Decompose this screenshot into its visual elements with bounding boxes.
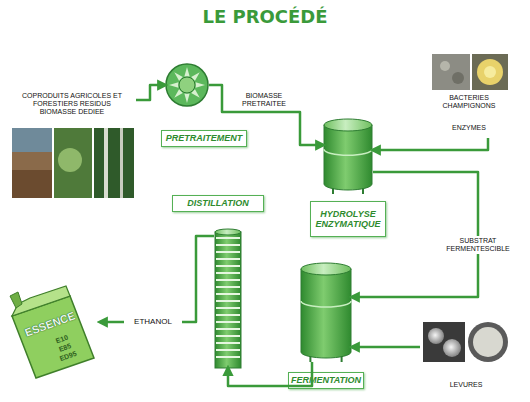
distillation-column: DISTILLATION [214,228,242,368]
tank-top [324,119,372,131]
tank-outline [323,118,373,194]
column-body [215,232,241,368]
gear-ray [169,82,178,87]
tank-top [301,263,351,275]
tank-leg [309,356,311,362]
liquid-level [301,301,351,307]
can-outline [8,282,100,380]
column-top [215,229,241,235]
column-tray [216,258,240,260]
column-tray [216,314,240,316]
tank-leg [362,188,364,194]
process-tank: FERMENTATION [300,262,352,362]
field-soil [12,170,52,198]
gear-hub [179,77,195,93]
liquid-level [324,149,372,155]
flow-arrow [373,138,488,150]
process-symbol: PRETRAITEMENT [165,63,209,107]
gear-ray [184,94,189,103]
tank-leg [332,188,334,194]
yeast-cell [428,328,444,344]
forest-photo [94,128,134,198]
fungus-colony [477,59,503,85]
fuel-can: ESSENCEE10 E85 ED95 [8,282,100,380]
column-tray [216,237,240,239]
tank-outline [300,262,352,362]
edge-label: ETHANOL [124,316,182,327]
plant-leaves [58,148,82,172]
gear-ray [184,67,189,76]
can-spout [10,292,22,308]
edge-label: BIOMASSE PRETRAITEE [226,91,302,109]
tank-body [301,269,351,358]
column-tray [216,265,240,267]
flow-arrow [136,85,165,100]
flow-arrow [228,362,312,386]
node-text: LEVURES [420,381,512,389]
node-text: ENZYMES [430,124,508,132]
plant-photo [54,128,92,198]
column-outline [214,228,242,368]
stage-label: DISTILLATION [172,195,264,212]
tank-body [324,125,372,190]
bacteria-photo [432,54,470,90]
column-tray [216,244,240,246]
fungus-photo [472,54,508,90]
stage-label: PRETRAITEMENT [161,130,247,147]
input-group: LEVURES [420,322,512,394]
diagram-title: LE PROCÉDÉ [0,6,530,27]
yeast-cell [443,339,461,357]
field-photo [12,128,52,198]
process-tank: HYDROLYSE ENZYMATIQUE [323,118,373,194]
flow-arrow [100,236,214,322]
column-tray [216,349,240,351]
stage-label: FERMENTATION [288,372,364,389]
yeast-culture [473,327,503,357]
node-text: COPRODUITS AGRICOLES ET FORESTIERS RESID… [14,92,130,116]
fungus-center [484,66,496,78]
column-tray [216,307,240,309]
bacteria-cell [440,61,450,71]
input-group: BACTERIES CHAMPIGNONS ENZYMES [430,52,508,138]
yeast-photo [423,322,465,362]
tree-trunk [104,128,108,198]
column-tray [216,356,240,358]
column-tray [216,321,240,323]
input-group: COPRODUITS AGRICOLES ET FORESTIERS RESID… [8,92,136,204]
tree-trunk [120,128,123,198]
flow-arrow [352,346,420,349]
stage-label: HYDROLYSE ENZYMATIQUE [310,201,386,237]
column-tray [216,272,240,274]
flow-arrow [209,85,323,145]
column-tray [216,251,240,253]
column-tray [216,335,240,337]
column-tray [216,286,240,288]
field-sky [12,128,52,152]
column-tray [216,328,240,330]
column-tray [216,293,240,295]
column-tray [216,279,240,281]
column-tray [216,300,240,302]
gear-disc [166,64,208,106]
flow-arrow [352,172,478,297]
gear-outline [165,63,209,107]
gear-ray [196,82,205,87]
column-tray [216,342,240,344]
edge-label: SUBSTRAT FERMENTESCIBLE [440,236,516,254]
yeast-dish [468,322,508,362]
node-text: BACTERIES CHAMPIGNONS [434,94,504,110]
tank-leg [341,356,343,362]
bacteria-cell [452,72,464,84]
